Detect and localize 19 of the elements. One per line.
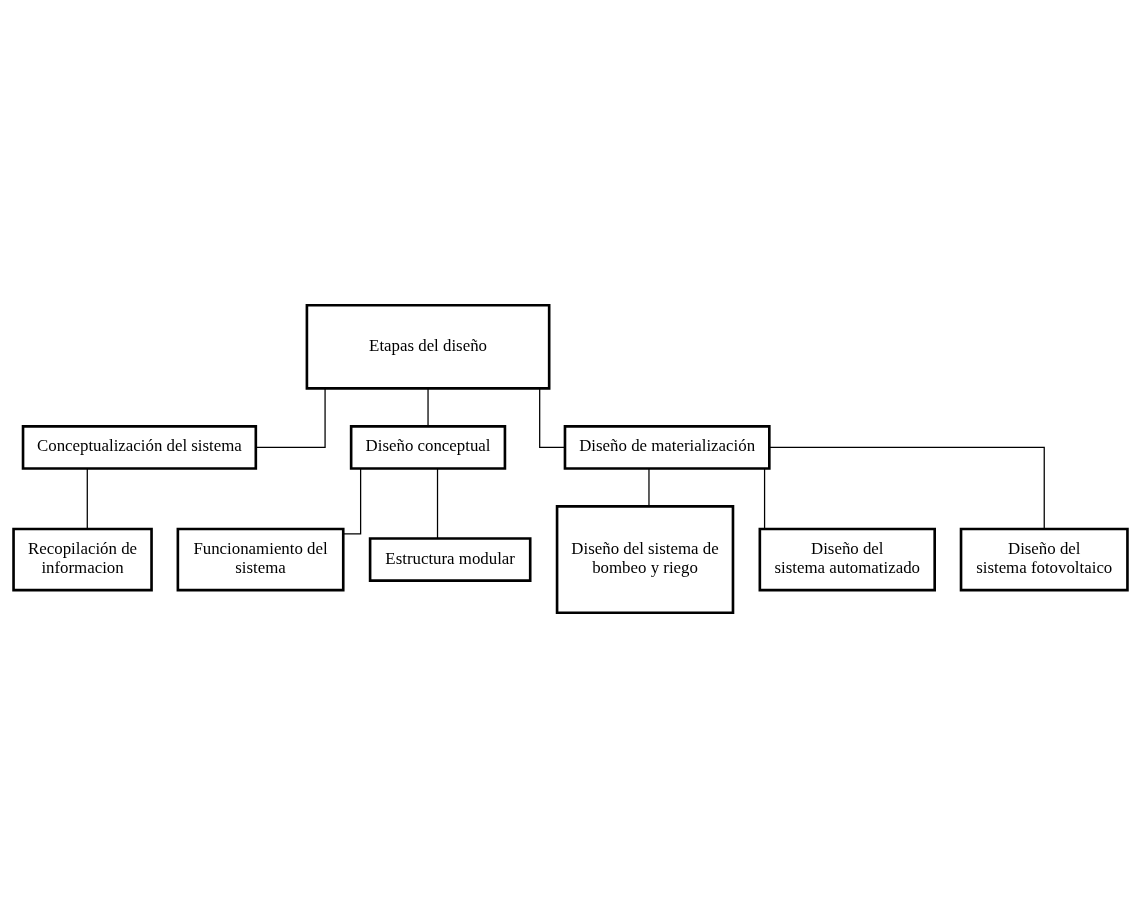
connector — [648, 467, 650, 507]
node-box: Diseño del sistema fotovoltaico — [959, 527, 1129, 592]
node-box: Diseño de materialización — [563, 425, 771, 470]
connector — [539, 388, 566, 449]
connector — [427, 388, 429, 427]
node-box: Etapas del diseño — [305, 303, 551, 390]
node-box: Recopilación de informacion — [12, 527, 153, 592]
node-box: Estructura modular — [368, 537, 532, 582]
connector — [763, 467, 766, 530]
connector — [343, 468, 362, 535]
node-box: Funcionamiento del sistema — [176, 527, 345, 592]
node-box: Diseño del sistema automatizado — [758, 527, 936, 592]
node-box: Diseño del sistema de bombeo y riego — [555, 505, 735, 615]
connector — [86, 467, 88, 530]
connector — [436, 467, 439, 539]
connector — [255, 388, 326, 449]
node-box: Conceptualización del sistema — [21, 425, 258, 470]
connector — [769, 446, 1045, 530]
node-box: Diseño conceptual — [349, 425, 507, 470]
